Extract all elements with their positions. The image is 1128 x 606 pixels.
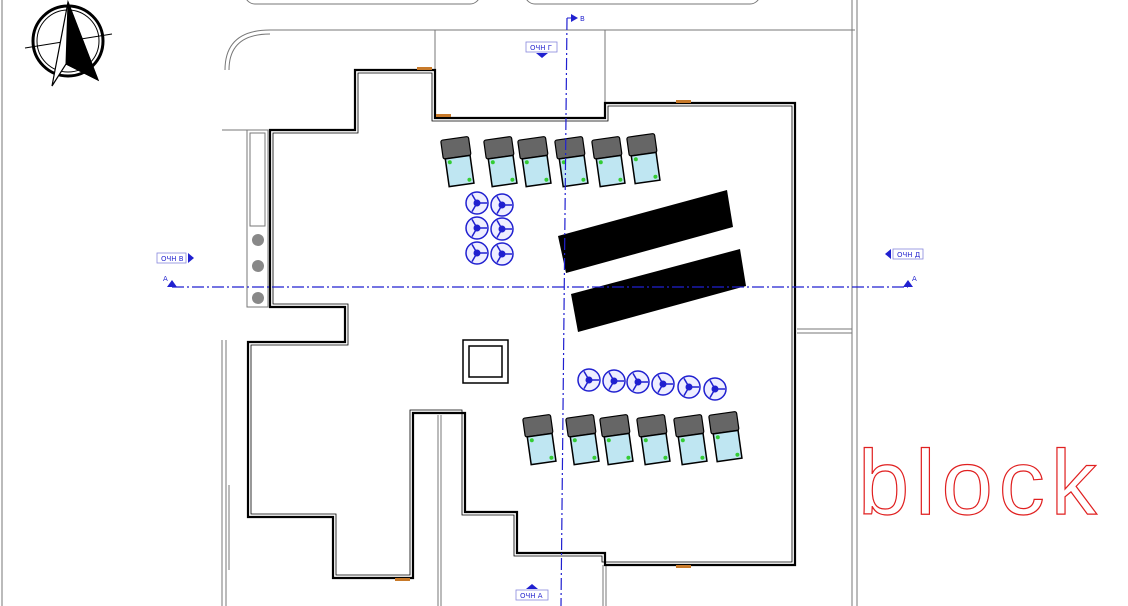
planter-beds — [440, 133, 743, 466]
ventilation-fans — [465, 191, 727, 401]
axis-markers: B A A — [163, 14, 917, 287]
planter-bed — [626, 133, 661, 185]
axis-letter-a-left: A — [163, 275, 168, 283]
fan-icon — [577, 368, 601, 392]
planter-bed — [440, 136, 475, 188]
fan-icon — [602, 369, 626, 393]
section-tag-right-label: ОЧН Д — [897, 251, 921, 259]
planter-bed — [522, 414, 557, 466]
section-axes — [172, 17, 908, 606]
fan-icon — [490, 217, 514, 241]
fan-icon — [677, 375, 701, 399]
axis-letter-b: B — [580, 15, 585, 23]
planter-bed — [517, 136, 552, 188]
section-tag-bottom[interactable]: ОЧН А — [515, 584, 549, 601]
solar-panels — [558, 190, 746, 332]
stair-opening — [462, 339, 509, 384]
fan-icon — [490, 242, 514, 266]
axis-letter-a-right: A — [912, 275, 917, 283]
section-tag-left[interactable]: ОЧН В — [156, 252, 194, 264]
fan-icon — [465, 191, 489, 215]
fan-icon — [490, 193, 514, 217]
vents — [395, 67, 691, 581]
planter-bed — [636, 414, 671, 466]
planter-bed — [673, 414, 708, 466]
section-tag-top-label: ОЧН Г — [530, 44, 552, 52]
section-tag-left-label: ОЧН В — [161, 255, 184, 263]
fan-icon — [465, 241, 489, 265]
section-tag-top[interactable]: ОЧН Г — [525, 41, 558, 58]
block-label: block A — [858, 432, 1128, 534]
building-outline — [246, 68, 797, 580]
planter-bed — [708, 411, 743, 463]
planter-bed — [599, 414, 634, 466]
section-tag-bottom-label: ОЧН А — [520, 592, 543, 600]
fan-icon — [703, 377, 727, 401]
planter-bed — [554, 136, 589, 188]
planter-bed — [565, 414, 600, 466]
north-arrow-icon — [24, 0, 113, 87]
fan-icon — [465, 216, 489, 240]
site-boundaries — [1, 0, 858, 606]
fan-icon — [626, 370, 650, 394]
planter-bed — [591, 136, 626, 188]
section-tag-right[interactable]: ОЧН Д — [885, 248, 924, 260]
planting-strip — [252, 234, 264, 304]
fan-icon — [651, 372, 675, 396]
planter-bed — [483, 136, 518, 188]
